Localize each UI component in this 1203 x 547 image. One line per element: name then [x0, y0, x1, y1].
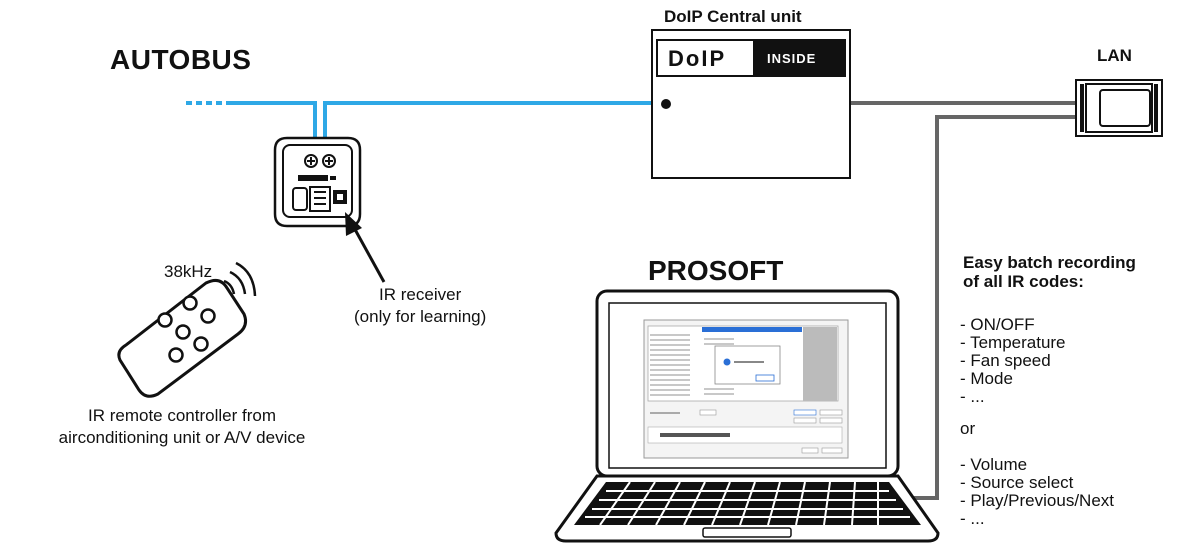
autobus-cable	[186, 101, 652, 140]
ir-receiver-arrow	[345, 212, 386, 283]
batch-heading-line2: of all IR codes:	[963, 272, 1084, 291]
laptop-icon	[554, 289, 940, 543]
batch-heading: Easy batch recording of all IR codes:	[963, 253, 1136, 291]
ir-remote-label: IR remote controller from airconditionin…	[12, 405, 352, 449]
list-item: - Fan speed	[960, 351, 1051, 370]
ir-remote-line2: airconditioning unit or A/V device	[58, 428, 306, 447]
lan-label: LAN	[1097, 46, 1132, 65]
lan-cable	[850, 101, 1076, 500]
list-item: - Play/Previous/Next	[960, 491, 1114, 510]
batch-heading-line1: Easy batch recording	[963, 253, 1136, 272]
list-gap	[960, 406, 1114, 418]
doip-central-unit-icon	[651, 29, 851, 179]
ir-module-icon	[273, 136, 362, 228]
ir-receiver-label: IR receiver (only for learning)	[354, 284, 486, 328]
central-unit-label: DoIP Central unit	[664, 7, 802, 26]
autobus-label: AUTOBUS	[110, 44, 252, 75]
remote-control-icon	[117, 261, 257, 398]
frequency-label: 38kHz	[164, 262, 213, 281]
ir-remote-line1: IR remote controller from	[88, 406, 276, 425]
list-item: - Volume	[960, 455, 1028, 474]
separator-or: or	[960, 419, 976, 438]
ir-receiver-line1: IR receiver	[379, 285, 462, 304]
prosoft-label: PROSOFT	[648, 255, 784, 286]
doip-logo-text: DoIP	[668, 46, 726, 71]
lan-socket-icon	[1075, 79, 1163, 137]
ir-receiver-line2: (only for learning)	[354, 307, 487, 326]
list-item: - ...	[960, 387, 985, 406]
prosoft-screen-thumbnail	[643, 319, 849, 459]
list-item: - ...	[960, 509, 985, 528]
list-item: - ON/OFF	[960, 315, 1035, 334]
ir-code-list: - ON/OFF - Temperature - Fan speed - Mod…	[960, 316, 1114, 528]
list-item: - Source select	[960, 473, 1074, 492]
list-item: - Temperature	[960, 333, 1066, 352]
list-item: - Mode	[960, 369, 1013, 388]
inside-logo-text: INSIDE	[767, 51, 816, 66]
